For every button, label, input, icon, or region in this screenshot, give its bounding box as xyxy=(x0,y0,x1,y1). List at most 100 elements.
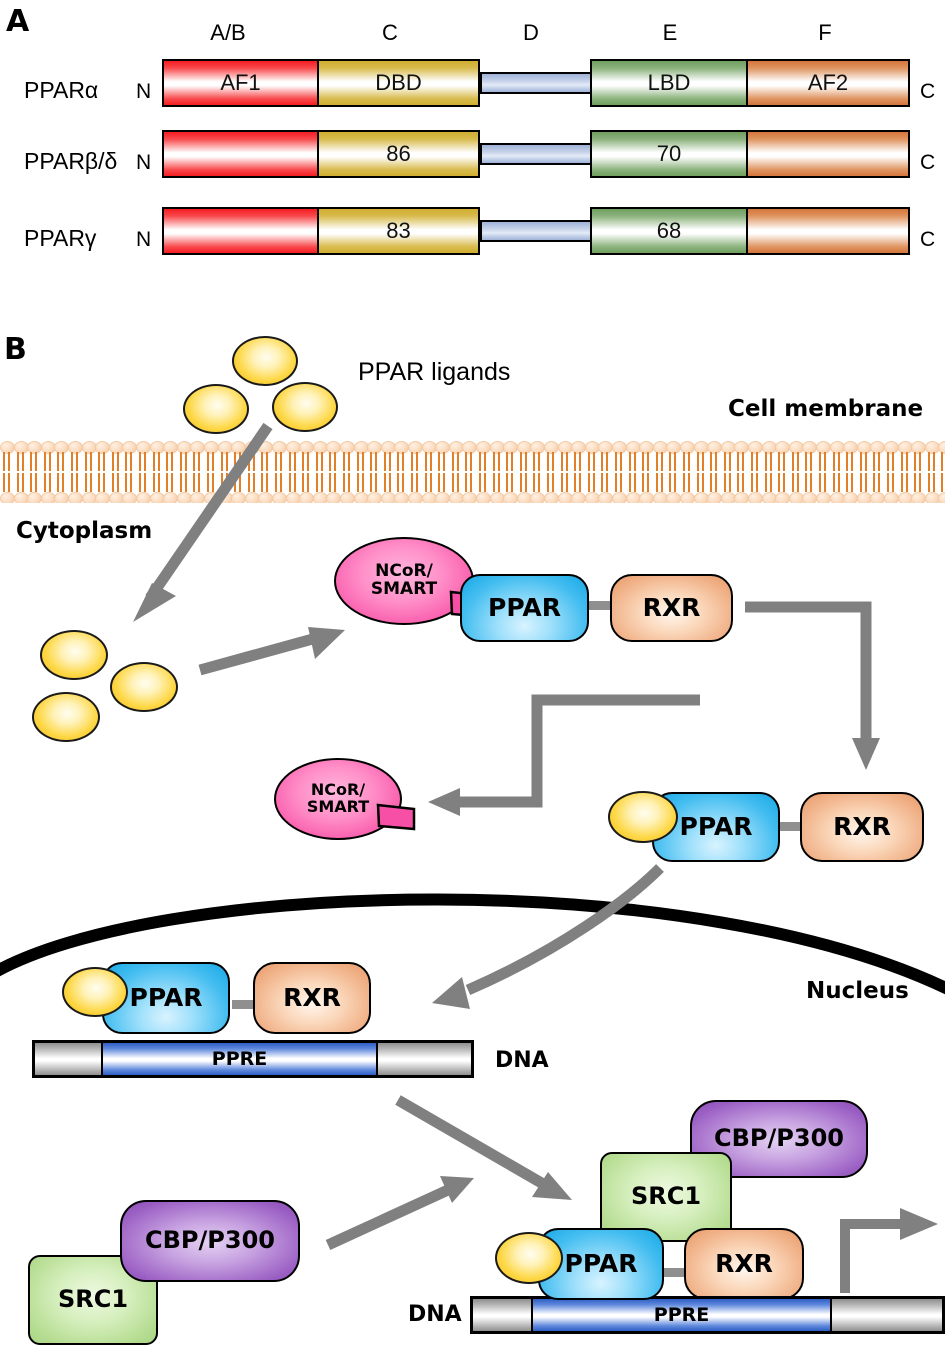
phospholipid-tail xyxy=(171,452,174,471)
phospholipid-tail xyxy=(846,452,849,471)
phospholipid-tail xyxy=(633,452,636,471)
phospholipid-tail xyxy=(348,452,350,471)
phospholipid-tail xyxy=(837,452,840,471)
phospholipid-tail xyxy=(424,473,427,492)
phospholipid-tail xyxy=(280,473,282,492)
phospholipid-head xyxy=(204,492,219,503)
phospholipid-tail xyxy=(470,452,473,471)
phospholipid-tail xyxy=(62,452,65,471)
phospholipid-tail xyxy=(764,473,767,492)
phospholipid-tail xyxy=(533,473,536,492)
phospholipid-tail xyxy=(307,452,310,471)
phospholipid-tail xyxy=(438,473,441,492)
ppre-element-top: PPRE xyxy=(101,1043,378,1075)
phospholipid-tail xyxy=(683,473,685,492)
dna-flank-right xyxy=(378,1043,471,1075)
phospholipid-tail xyxy=(402,473,405,492)
phospholipid-tail xyxy=(655,473,658,492)
phospholipid-tail xyxy=(57,473,60,492)
segment-d-row1 xyxy=(480,72,592,94)
phospholipid-head xyxy=(272,492,287,503)
phospholipid-tail xyxy=(601,452,604,471)
phospholipid-tail xyxy=(8,452,10,471)
segment-f-row1: AF2 xyxy=(746,59,910,107)
c-terminus-row2: C xyxy=(920,151,936,174)
phospholipid-tail xyxy=(411,452,413,471)
phospholipid-tail xyxy=(98,452,101,471)
phospholipid-tail xyxy=(710,473,713,492)
phospholipid-tail xyxy=(927,452,930,471)
cytoplasm-label: Cytoplasm xyxy=(16,518,153,544)
phospholipid-tail xyxy=(484,473,486,492)
phospholipid-tail xyxy=(193,473,196,492)
phospholipid-tail xyxy=(851,452,854,471)
phospholipid-tail xyxy=(628,452,631,471)
phospholipid-tail xyxy=(21,473,24,492)
ligand-icon-bound-4 xyxy=(495,1232,563,1284)
phospholipid-tail xyxy=(451,452,454,471)
phospholipid-tail xyxy=(388,473,391,492)
ppar-rxr-linker-2 xyxy=(770,822,808,831)
dna-label-top: DNA xyxy=(495,1048,549,1073)
phospholipid-tail xyxy=(819,473,821,492)
phospholipid-tail xyxy=(375,473,378,492)
phospholipid-head xyxy=(639,492,655,503)
phospholipid-tail xyxy=(932,473,935,492)
panel-b-letter: B xyxy=(4,332,27,367)
dna-strand-top: PPRE xyxy=(32,1040,474,1078)
phospholipid-tail xyxy=(547,473,549,492)
phospholipid-tail xyxy=(900,473,903,492)
rxr-receptor-2: RXR xyxy=(800,792,924,862)
phospholipid-tail xyxy=(620,473,622,492)
phospholipid-head xyxy=(435,492,451,503)
phospholipid-tail xyxy=(864,473,867,492)
phospholipid-tail xyxy=(388,452,391,471)
phospholipid-tail xyxy=(130,452,133,471)
segment-e-row2: 70 xyxy=(590,130,748,178)
phospholipid-tail xyxy=(715,473,718,492)
phospholipid-tail xyxy=(343,452,345,471)
arrow-complex2-to-nucleus xyxy=(432,864,664,1009)
phospholipid-tail xyxy=(266,452,269,471)
phospholipid-tail xyxy=(642,473,645,492)
phospholipid-tail xyxy=(198,473,201,492)
phospholipid-tail xyxy=(941,452,944,471)
segment-c-row3: 83 xyxy=(317,207,480,255)
domain-bar-ppar-gamma: 83 68 xyxy=(162,207,910,255)
ppar-receptor-1: PPAR xyxy=(460,574,589,642)
phospholipid-tail xyxy=(647,473,650,492)
phospholipid-tail xyxy=(905,452,908,471)
phospholipid-tail xyxy=(16,452,19,471)
phospholipid-tail xyxy=(111,473,114,492)
phospholipid-tail xyxy=(642,452,645,471)
phospholipid-tail xyxy=(334,452,337,471)
phospholipid-head xyxy=(340,492,355,503)
phospholipid-tail xyxy=(239,452,242,471)
phospholipid-tail xyxy=(84,473,87,492)
phospholipid-tail xyxy=(524,452,527,471)
phospholipid-tail xyxy=(674,473,677,492)
rxr-receptor-1: RXR xyxy=(610,574,733,642)
phospholipid-tail xyxy=(35,473,38,492)
phospholipid-tail xyxy=(892,452,894,471)
ligand-icon xyxy=(110,662,178,712)
phospholipid-tail xyxy=(796,473,799,492)
phospholipid-tail xyxy=(824,473,826,492)
phospholipid-tail xyxy=(565,473,568,492)
phospholipid-tail xyxy=(601,473,604,492)
phospholipid-tail xyxy=(71,473,73,492)
domain-bar-ppar-alpha: AF1 DBD LBD AF2 xyxy=(162,59,910,107)
isoform-label-ppar-alpha: PPARα xyxy=(24,77,99,103)
phospholipid-tail xyxy=(832,473,835,492)
phospholipid-tail xyxy=(157,452,160,471)
phospholipid-tail xyxy=(660,452,663,471)
phospholipid-tail xyxy=(592,452,595,471)
phospholipid-tail xyxy=(293,452,296,471)
phospholipid-tail xyxy=(859,452,862,471)
phospholipid-tail xyxy=(655,452,658,471)
phospholipid-tail xyxy=(62,473,65,492)
phospholipid-tail xyxy=(742,452,745,471)
phospholipid-tail xyxy=(696,473,699,492)
ncor-label-line2: SMART xyxy=(306,797,370,816)
phospholipid-tail xyxy=(683,452,685,471)
